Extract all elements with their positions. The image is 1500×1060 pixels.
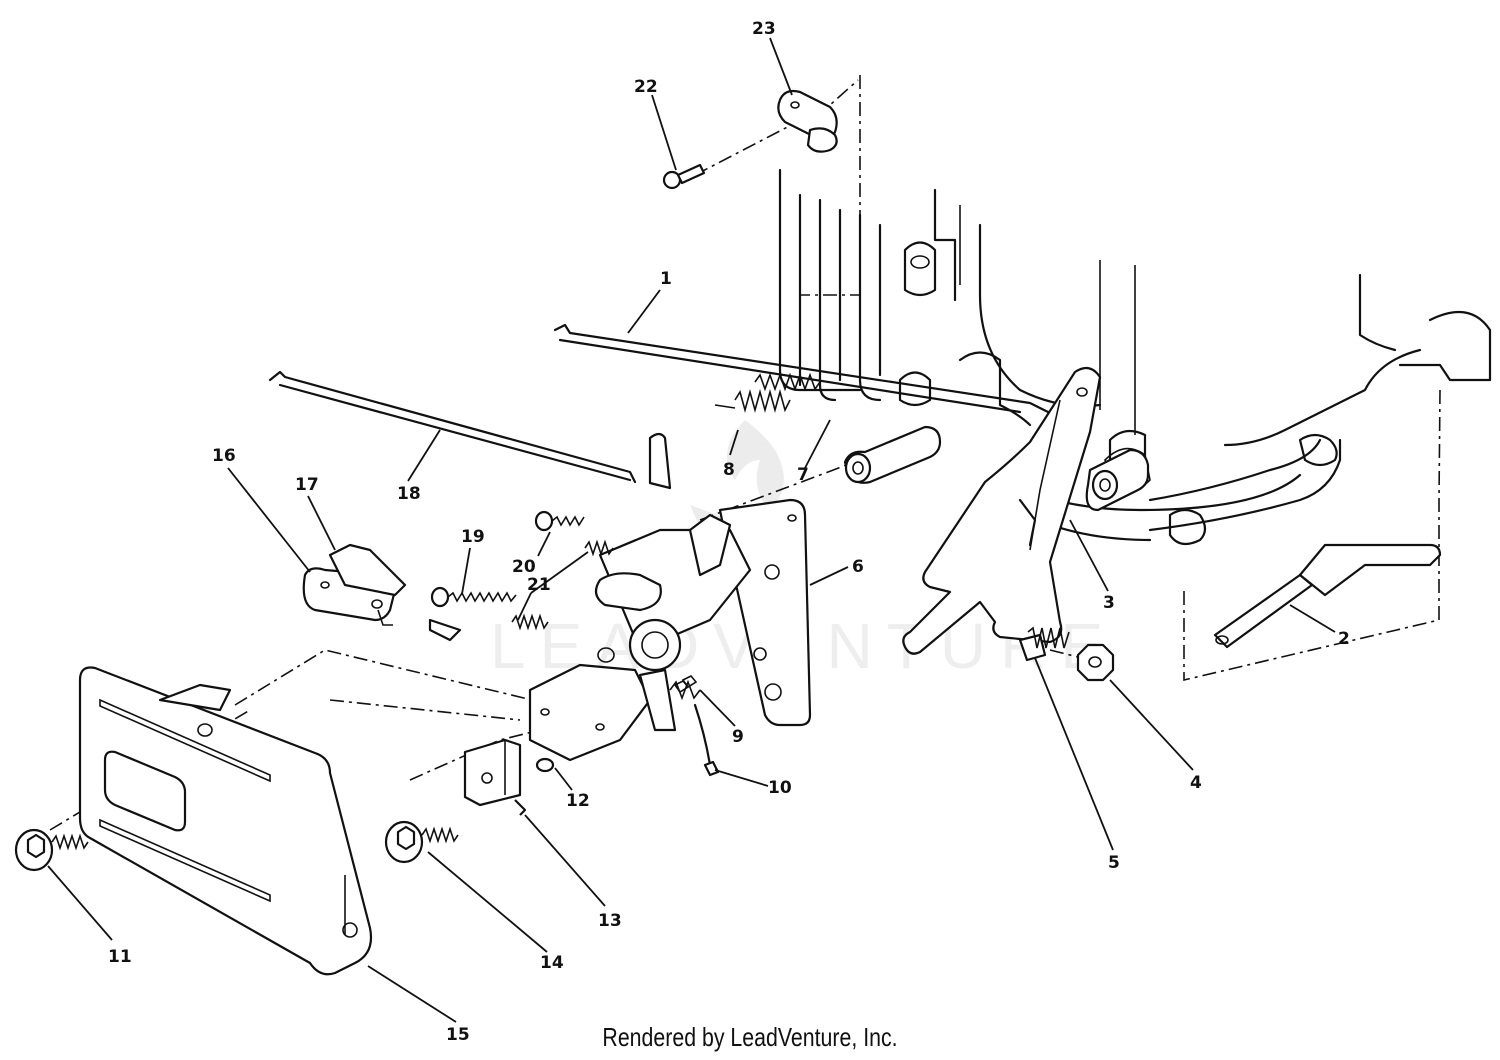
part-pin <box>535 757 555 773</box>
callout-14: 14 <box>540 953 564 973</box>
callout-7: 7 <box>797 465 809 485</box>
part-choke-link-rod <box>268 370 637 484</box>
part-spring-9 <box>669 679 701 701</box>
callout-16: 16 <box>212 446 236 466</box>
part-governor-spring <box>714 389 791 413</box>
part-nut <box>1076 643 1115 682</box>
callout-22: 22 <box>634 77 658 97</box>
callout-18: 18 <box>397 484 421 504</box>
part-link-spring <box>754 372 821 392</box>
callout-8: 8 <box>723 460 735 480</box>
part-bushing <box>843 425 1150 512</box>
part-spring-21 <box>511 539 614 631</box>
part-cable-clamp <box>777 89 838 153</box>
part-screw-20 <box>534 510 585 532</box>
leader-lines <box>47 37 1336 1023</box>
part-screw-22 <box>662 163 706 190</box>
callout-13: 13 <box>598 911 622 931</box>
callout-3: 3 <box>1103 593 1115 613</box>
callout-4: 4 <box>1190 773 1202 793</box>
callout-6: 6 <box>852 557 864 577</box>
callout-21: 21 <box>527 575 551 595</box>
callout-2: 2 <box>1338 629 1350 649</box>
callout-17: 17 <box>295 475 319 495</box>
callout-5: 5 <box>1108 853 1120 873</box>
part-clip-bracket <box>463 738 527 816</box>
part-governor-shaft <box>1213 543 1442 649</box>
part-cover-plate <box>78 666 373 976</box>
callout-12: 12 <box>566 791 590 811</box>
callout-15: 15 <box>446 1025 470 1045</box>
footer-credit: Rendered by LeadVenture, Inc. <box>602 1022 898 1052</box>
part-throttle-link-rod <box>553 323 1052 415</box>
part-governor-lever <box>902 366 1102 662</box>
callout-19: 19 <box>461 527 485 547</box>
part-flange-bolt-14 <box>384 820 459 864</box>
callout-labels: 1 2 3 4 5 6 7 8 9 10 11 12 13 14 15 16 1… <box>108 19 1350 1045</box>
part-adjusting-screw <box>430 586 517 608</box>
callout-10: 10 <box>768 778 792 798</box>
part-flange-bolt-11 <box>14 828 89 872</box>
callout-9: 9 <box>732 727 744 747</box>
part-switch-bracket <box>302 543 462 642</box>
callout-20: 20 <box>512 557 536 577</box>
part-governor-mechanism <box>528 513 752 777</box>
callout-1: 1 <box>660 269 672 289</box>
callout-11: 11 <box>108 947 132 967</box>
callout-23: 23 <box>752 19 776 39</box>
